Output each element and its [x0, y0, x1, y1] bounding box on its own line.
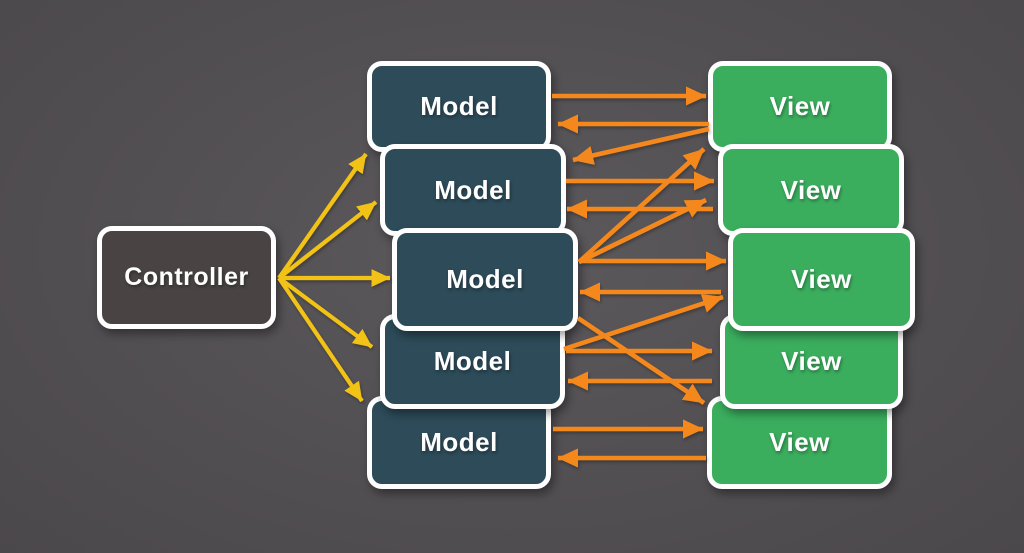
view-label: View — [769, 91, 831, 121]
model-node-3: Model — [392, 228, 578, 331]
model-node-2: Model — [380, 144, 566, 236]
arrow-controller-to-model-2 — [277, 200, 378, 280]
view-label: View — [769, 427, 830, 457]
model-label: Model — [434, 174, 512, 205]
view-label: View — [780, 174, 842, 205]
view-node-1: View — [708, 61, 892, 152]
view-node-3: View — [728, 228, 915, 331]
view-node-5: View — [707, 396, 892, 489]
view-label: View — [791, 264, 852, 294]
model-node-5: Model — [367, 396, 551, 489]
model-label: Model — [433, 346, 512, 376]
model-label: Model — [420, 427, 498, 457]
view-label: View — [781, 346, 842, 376]
arrow-model3-to-view2 — [577, 197, 708, 265]
arrow-model3-to-view1 — [577, 147, 706, 264]
controller-node: Controller — [97, 226, 276, 329]
arrow-controller-to-model-4 — [277, 276, 374, 349]
model-label: Model — [446, 264, 524, 294]
model-view-arrows-group — [552, 86, 727, 468]
controller-arrows-group — [277, 152, 391, 403]
arrow-model4-to-view3 — [563, 294, 724, 352]
arrow-controller-to-model-1 — [277, 152, 368, 280]
arrow-view1-to-model2 — [572, 126, 710, 165]
arrow-model3-to-view5 — [576, 316, 706, 405]
view-node-2: View — [718, 144, 904, 236]
model-label: Model — [420, 91, 498, 121]
controller-label: Controller — [124, 263, 249, 291]
arrow-controller-to-model-5 — [277, 276, 364, 403]
model-node-1: Model — [367, 61, 551, 152]
